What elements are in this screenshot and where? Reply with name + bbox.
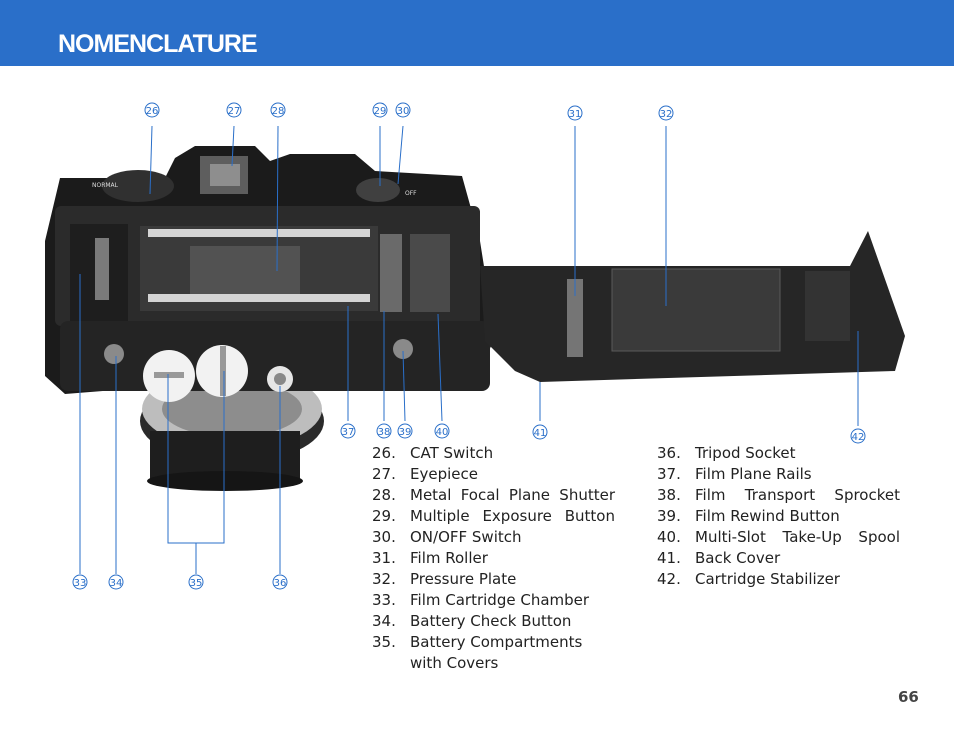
callout-42: 42 <box>850 428 866 444</box>
legend-left: 26.CAT Switch 27.Eyepiece 28.Metal Focal… <box>372 444 615 672</box>
dial-marking: NORMAL <box>92 182 119 189</box>
page-header: NOMENCLATURE <box>0 0 954 66</box>
page-title: NOMENCLATURE <box>58 30 258 58</box>
callout-40: 40 <box>434 423 450 439</box>
callout-29: 29 <box>372 102 388 118</box>
callout-33: 33 <box>72 574 88 590</box>
svg-text:42: 42 <box>852 432 865 443</box>
callout-34: 34 <box>108 574 124 590</box>
legend-right: 36.Tripod Socket 37.Film Plane Rails 38.… <box>657 444 900 588</box>
svg-text:41: 41 <box>534 428 547 439</box>
callout-35: 35 <box>188 574 204 590</box>
svg-text:28: 28 <box>272 106 285 117</box>
svg-text:33: 33 <box>74 578 87 589</box>
callout-lines <box>79 125 859 574</box>
svg-text:34: 34 <box>110 578 123 589</box>
callout-37: 37 <box>340 423 356 439</box>
back-cover <box>480 231 905 382</box>
svg-text:27: 27 <box>228 106 241 117</box>
callout-38: 38 <box>376 423 392 439</box>
svg-text:38: 38 <box>378 427 391 438</box>
svg-text:39: 39 <box>399 427 412 438</box>
callout-markers: 26 27 28 29 30 31 32 33 34 35 36 37 38 3… <box>72 102 866 590</box>
callout-30: 30 <box>395 102 411 118</box>
callout-32: 32 <box>658 105 674 121</box>
callout-41: 41 <box>532 424 548 440</box>
callout-36: 36 <box>272 574 288 590</box>
callout-39: 39 <box>397 423 413 439</box>
camera-figure: 26 27 28 29 30 31 32 33 34 35 36 37 38 3… <box>0 66 954 626</box>
svg-text:40: 40 <box>436 427 449 438</box>
page-number: 66 <box>898 688 919 706</box>
svg-text:26: 26 <box>146 106 159 117</box>
callout-31: 31 <box>567 105 583 121</box>
switch-marking: OFF <box>405 190 417 197</box>
svg-text:36: 36 <box>274 578 287 589</box>
callout-26: 26 <box>144 102 160 118</box>
svg-text:35: 35 <box>190 578 203 589</box>
svg-text:32: 32 <box>660 109 673 120</box>
svg-text:37: 37 <box>342 427 355 438</box>
callout-28: 28 <box>270 102 286 118</box>
svg-text:30: 30 <box>397 106 410 117</box>
camera-body <box>45 146 495 402</box>
callout-27: 27 <box>226 102 242 118</box>
camera-illustration: 26 27 28 29 30 31 32 33 34 35 36 37 38 3… <box>45 102 905 590</box>
svg-text:31: 31 <box>569 109 582 120</box>
svg-text:29: 29 <box>374 106 387 117</box>
